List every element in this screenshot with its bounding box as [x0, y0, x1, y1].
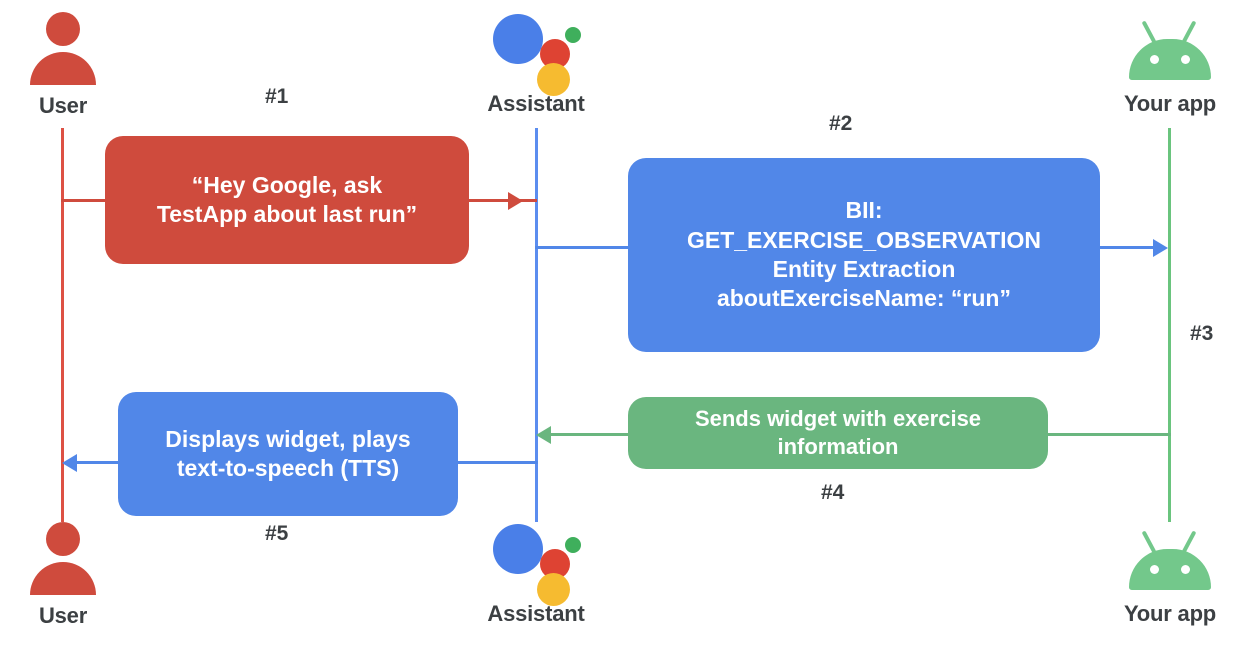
actor-assistant-top: Assistant	[461, 8, 611, 116]
actor-assistant-bottom: Assistant	[461, 518, 611, 626]
connector-5-right	[455, 461, 538, 464]
assistant-blue-dot-icon	[493, 524, 543, 574]
step-label-4: #4	[821, 481, 845, 504]
connector-4-right	[1048, 433, 1171, 436]
arrowhead-4-to-assistant	[536, 426, 551, 444]
google-assistant-icon	[493, 518, 581, 606]
user-avatar-icon	[30, 12, 96, 90]
connector-4-left	[551, 433, 631, 436]
message-box-2[interactable]: BII: GET_EXERCISE_OBSERVATION Entity Ext…	[628, 158, 1100, 352]
actor-label-your-app-top: Your app	[1123, 91, 1217, 116]
message-text-4: Sends widget with exercise information	[694, 405, 982, 459]
assistant-green-dot-icon	[565, 27, 581, 43]
step-label-2: #2	[829, 112, 853, 135]
actor-user-bottom: User	[0, 522, 138, 628]
lifeline-assistant	[535, 128, 538, 522]
user-avatar-icon	[30, 522, 96, 600]
assistant-yellow-dot-icon	[537, 573, 570, 606]
android-eye-left	[1150, 565, 1159, 574]
actor-label-assistant-bottom: Assistant	[487, 601, 585, 626]
user-head-shape	[46, 12, 80, 46]
connector-1-right	[462, 199, 537, 202]
arrowhead-2-to-your-app	[1153, 239, 1168, 257]
actor-label-your-app-bottom: Your app	[1123, 601, 1217, 626]
assistant-yellow-dot-icon	[537, 63, 570, 96]
step-label-1: #1	[265, 85, 289, 108]
connector-5-left	[77, 461, 122, 464]
user-body-shape	[30, 52, 96, 85]
message-text-5: Displays widget, plays text-to-speech (T…	[165, 425, 411, 481]
lifeline-your-app	[1168, 128, 1171, 522]
connector-2-left	[535, 246, 640, 249]
actor-label-user-top: User	[38, 93, 88, 118]
connector-1-left	[61, 199, 121, 202]
connector-2-right	[1093, 246, 1155, 249]
actor-your-app-top: Your app	[1095, 12, 1244, 116]
message-text-1: “Hey Google, ask TestApp about last run”	[156, 171, 418, 227]
user-head-shape	[46, 522, 80, 556]
android-eye-right	[1181, 565, 1190, 574]
actor-label-user-bottom: User	[38, 603, 88, 628]
lifeline-user	[61, 128, 64, 522]
arrowhead-1-to-assistant	[508, 192, 523, 210]
android-robot-icon	[1125, 12, 1215, 90]
assistant-green-dot-icon	[565, 537, 581, 553]
step-label-3: #3	[1190, 322, 1214, 345]
actor-user-top: User	[0, 12, 138, 118]
arrowhead-5-to-user	[62, 454, 77, 472]
message-text-2: BII: GET_EXERCISE_OBSERVATION Entity Ext…	[686, 197, 1042, 312]
user-body-shape	[30, 562, 96, 595]
android-robot-icon	[1125, 522, 1215, 600]
message-box-1[interactable]: “Hey Google, ask TestApp about last run”	[105, 136, 469, 264]
actor-your-app-bottom: Your app	[1095, 522, 1244, 626]
google-assistant-icon	[493, 8, 581, 96]
message-box-4[interactable]: Sends widget with exercise information	[628, 397, 1048, 469]
step-label-5: #5	[265, 522, 289, 545]
android-head-dome	[1129, 39, 1211, 80]
message-box-5[interactable]: Displays widget, plays text-to-speech (T…	[118, 392, 458, 516]
assistant-blue-dot-icon	[493, 14, 543, 64]
actor-label-assistant-top: Assistant	[487, 91, 585, 116]
android-eye-right	[1181, 55, 1190, 64]
android-eye-left	[1150, 55, 1159, 64]
android-head-dome	[1129, 549, 1211, 590]
